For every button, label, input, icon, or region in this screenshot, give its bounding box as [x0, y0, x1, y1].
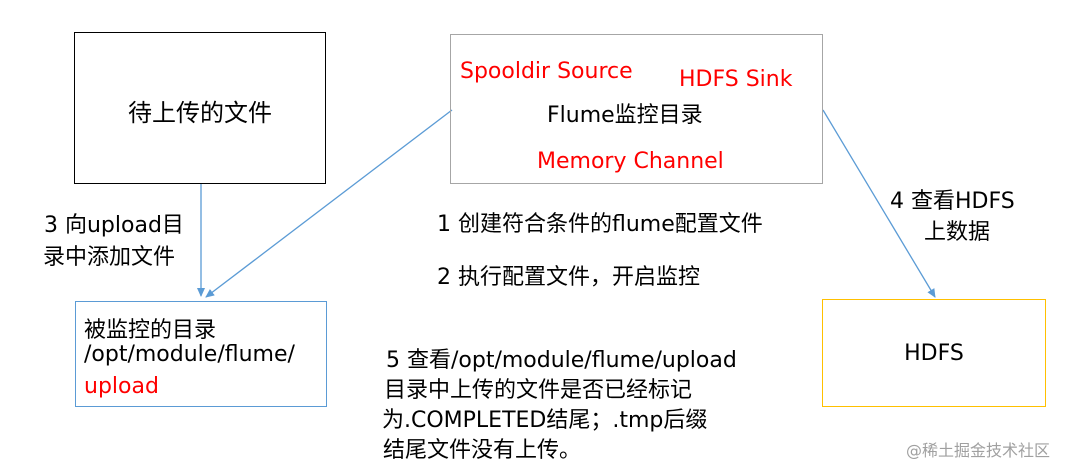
step1-text: 1 创建符合条件的flume配置文件: [437, 212, 763, 237]
monitored-directory-path: /opt/module/flume/: [84, 342, 295, 367]
step5-line1: 5 查看/opt/module/flume/upload: [386, 348, 737, 373]
step5-line3: 为.COMPLETED结尾；.tmp后缀: [382, 408, 708, 433]
monitored-directory-upload: upload: [84, 374, 159, 399]
step4-line1: 4 查看HDFS: [890, 189, 1015, 214]
step3-line1: 3 向upload目: [44, 213, 184, 238]
hdfs-sink-label: HDFS Sink: [679, 67, 793, 92]
monitored-directory-line1: 被监控的目录: [84, 318, 217, 343]
monitored-directory-box: 被监控的目录 /opt/module/flume/ upload: [75, 301, 327, 407]
files-to-upload-box: 待上传的文件: [74, 32, 326, 184]
step5-line2: 目录中上传的文件是否已经标记: [384, 378, 693, 403]
spooldir-source-label: Spooldir Source: [460, 59, 633, 84]
step5-line4: 结尾文件没有上传。: [383, 438, 582, 463]
files-to-upload-label: 待上传的文件: [128, 99, 272, 127]
arrow-flume-to-monitored: [205, 109, 453, 298]
flume-box: Spooldir Source HDFS Sink Flume监控目录 Memo…: [450, 34, 823, 184]
step2-text: 2 执行配置文件，开启监控: [437, 265, 700, 290]
arrow-flume-to-hdfs: [822, 109, 936, 298]
flume-monitor-title: Flume监控目录: [547, 103, 703, 128]
step3-line2: 录中添加文件: [43, 245, 176, 270]
hdfs-label: HDFS: [904, 341, 964, 366]
watermark: @稀土掘金技术社区: [906, 441, 1051, 460]
step4-line2: 上数据: [924, 220, 991, 245]
memory-channel-label: Memory Channel: [537, 149, 724, 174]
hdfs-box: HDFS: [822, 299, 1046, 407]
